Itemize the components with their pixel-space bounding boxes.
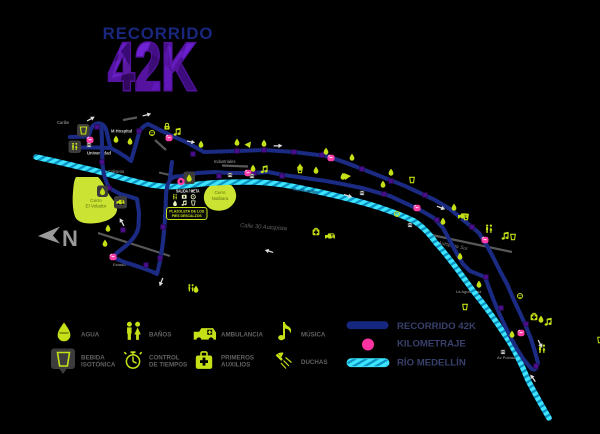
svg-text:RÍO MEDELLÍN: RÍO MEDELLÍN [397, 356, 466, 368]
svg-text:MÚSICA: MÚSICA [301, 332, 326, 339]
svg-text:Cerro: Cerro [90, 198, 102, 203]
svg-text:DUCHAS: DUCHAS [301, 359, 327, 366]
svg-text:AMBULANCIA: AMBULANCIA [221, 332, 263, 339]
svg-text:Rio Medellin: Rio Medellin [293, 187, 318, 195]
svg-text:CONTROL: CONTROL [149, 355, 180, 362]
svg-text:ISOTÓNICA: ISOTÓNICA [81, 361, 116, 369]
svg-text:BAÑOS: BAÑOS [149, 332, 171, 339]
svg-text:SALIDA / META: SALIDA / META [176, 189, 200, 194]
svg-text:Estadio: Estadio [113, 262, 127, 267]
svg-text:PIES DESCALZOS: PIES DESCALZOS [172, 214, 203, 218]
svg-text:DE TIEMPOS: DE TIEMPOS [149, 362, 187, 369]
svg-text:N: N [62, 226, 78, 251]
svg-text:Coliseos: Coliseos [108, 169, 124, 174]
svg-text:M Hospital: M Hospital [111, 129, 132, 134]
svg-text:Caribe: Caribe [57, 120, 70, 125]
svg-text:Universidad: Universidad [87, 151, 111, 156]
svg-text:RECORRIDO 42K: RECORRIDO 42K [397, 321, 476, 332]
svg-text:KILOMETRAJE: KILOMETRAJE [397, 339, 466, 350]
svg-text:La Aguacatala: La Aguacatala [456, 289, 482, 294]
svg-text:Av Poblado: Av Poblado [497, 355, 518, 360]
svg-text:Calle 30 Autopista: Calle 30 Autopista [240, 223, 288, 232]
svg-text:AUXILIOS: AUXILIOS [221, 362, 250, 369]
svg-text:PRIMEROS: PRIMEROS [221, 355, 254, 362]
svg-text:Nutibara: Nutibara [212, 196, 229, 201]
svg-text:Cerro: Cerro [215, 190, 227, 195]
svg-text:El Volador: El Volador [86, 204, 107, 209]
svg-text:PLAZOLETA DE LOS: PLAZOLETA DE LOS [169, 210, 205, 214]
svg-text:Industriales: Industriales [214, 159, 235, 164]
svg-text:BEBIDA: BEBIDA [81, 355, 105, 362]
svg-text:AGUA: AGUA [81, 332, 100, 339]
